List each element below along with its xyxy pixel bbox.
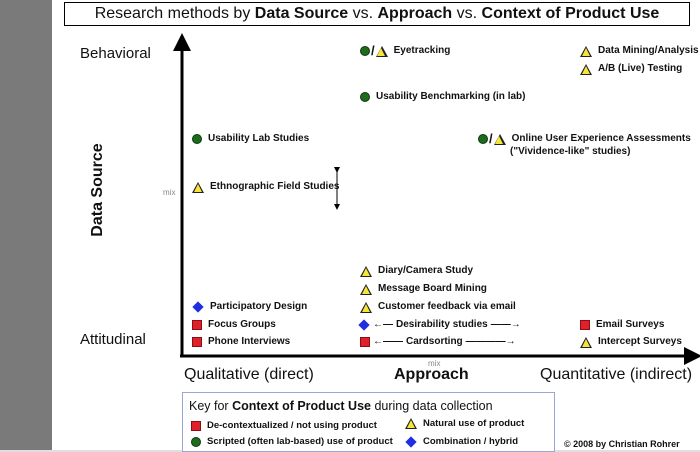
natural-triangle-icon [580, 63, 592, 75]
method-ab-testing: A/B (Live) Testing [580, 63, 682, 75]
method-participatory: Participatory Design [192, 301, 307, 313]
natural-triangle-icon [360, 283, 372, 295]
scripted-circle-icon [478, 134, 488, 144]
method-email-surveys: Email Surveys [580, 319, 664, 331]
y-axis-top-label: Behavioral [80, 45, 151, 62]
method-intercept-surveys: Intercept Surveys [580, 336, 682, 348]
method-label: Data Mining/Analysis [598, 45, 699, 56]
method-online-ux-sub: ("Vividence-like" studies) [510, 146, 631, 157]
y-axis-title: Data Source [89, 143, 106, 237]
method-label: Usability Lab Studies [208, 133, 310, 144]
diagram-title: Research methods by Data Source vs. Appr… [64, 2, 690, 26]
method-label: A/B (Live) Testing [598, 63, 683, 74]
method-label: Participatory Design [210, 301, 308, 312]
x-axis-right-label: Quantitative (indirect) [540, 366, 693, 383]
method-customer-feedback: Customer feedback via email [360, 301, 516, 313]
method-label: Email Surveys [596, 319, 665, 330]
natural-triangle-icon [375, 45, 388, 57]
diagram-panel [52, 0, 700, 450]
method-data-mining: Data Mining/Analysis [580, 45, 699, 57]
method-desirability: ←—Desirability studies——→ [358, 319, 521, 331]
hybrid-diamond-icon [358, 319, 370, 331]
legend-title: Key for Context of Product Use during da… [189, 399, 493, 413]
legend-item-combination: Combination / hybrid [405, 435, 518, 448]
title-prefix: Research methods by [94, 5, 251, 22]
method-online-ux: /Online User Experience Assessments [478, 132, 691, 145]
method-label: Cardsorting [406, 336, 463, 347]
method-label: Usability Benchmarking (in lab) [376, 91, 526, 102]
natural-triangle-icon [192, 181, 204, 193]
title-sep: vs. [452, 5, 482, 22]
title-data-source: Data Source [254, 5, 349, 22]
y-axis-mix-label: mix [163, 188, 176, 197]
left-gutter [0, 0, 52, 450]
decontextualized-square-icon [580, 320, 590, 330]
method-eyetracking: /Eyetracking [360, 44, 451, 57]
natural-triangle-icon [580, 45, 592, 57]
x-axis-mix-label: mix [428, 359, 441, 368]
natural-triangle-icon [360, 301, 372, 313]
natural-triangle-icon [360, 265, 372, 277]
method-label: Focus Groups [208, 319, 276, 330]
legend-item-decontextualized: De-contextualized / not using product [191, 420, 377, 431]
scripted-circle-icon [191, 436, 201, 447]
title-approach: Approach [377, 5, 453, 22]
legend-key: Key for Context of Product Use during da… [182, 392, 555, 452]
method-label: Desirability studies [396, 319, 488, 330]
natural-triangle-icon [580, 336, 592, 348]
method-label: Message Board Mining [378, 283, 487, 294]
method-label: Customer feedback via email [378, 301, 516, 312]
method-focus-groups: Focus Groups [192, 319, 276, 331]
decontextualized-square-icon [191, 420, 201, 431]
y-axis-bottom-label: Attitudinal [80, 331, 146, 348]
method-label: Ethnographic Field Studies [210, 181, 340, 192]
method-label: Diary/Camera Study [378, 265, 474, 276]
method-label: Phone Interviews [208, 336, 291, 347]
method-label: Eyetracking [393, 45, 451, 56]
decontextualized-square-icon [360, 337, 370, 347]
method-label: Online User Experience Assessments [511, 133, 691, 144]
natural-triangle-icon [405, 418, 417, 429]
legend-item-scripted: Scripted (often lab-based) use of produc… [191, 436, 393, 447]
scripted-circle-icon [360, 92, 370, 102]
decontextualized-square-icon [192, 337, 202, 347]
method-usability-lab: Usability Lab Studies [192, 133, 309, 145]
decontextualized-square-icon [192, 320, 202, 330]
title-context: Context of Product Use [481, 5, 660, 22]
method-phone-interviews: Phone Interviews [192, 336, 290, 348]
method-ethnographic: Ethnographic Field Studies [192, 181, 339, 193]
x-axis-title: Approach [394, 366, 469, 383]
title-sep: vs. [348, 5, 378, 22]
method-usability-benchmarking: Usability Benchmarking (in lab) [360, 91, 525, 103]
x-axis-left-label: Qualitative (direct) [184, 366, 314, 383]
natural-triangle-icon [493, 133, 506, 145]
method-diary: Diary/Camera Study [360, 265, 473, 277]
method-message-board: Message Board Mining [360, 283, 487, 295]
method-label: Intercept Surveys [598, 336, 682, 347]
method-cardsorting: ←——Cardsorting————→ [360, 336, 516, 348]
legend-item-natural: Natural use of product [405, 418, 524, 429]
copyright-notice: © 2008 by Christian Rohrer [564, 439, 680, 449]
scripted-circle-icon [192, 134, 202, 144]
hybrid-diamond-icon [192, 301, 204, 313]
scripted-circle-icon [360, 46, 370, 56]
hybrid-diamond-icon [405, 435, 417, 448]
